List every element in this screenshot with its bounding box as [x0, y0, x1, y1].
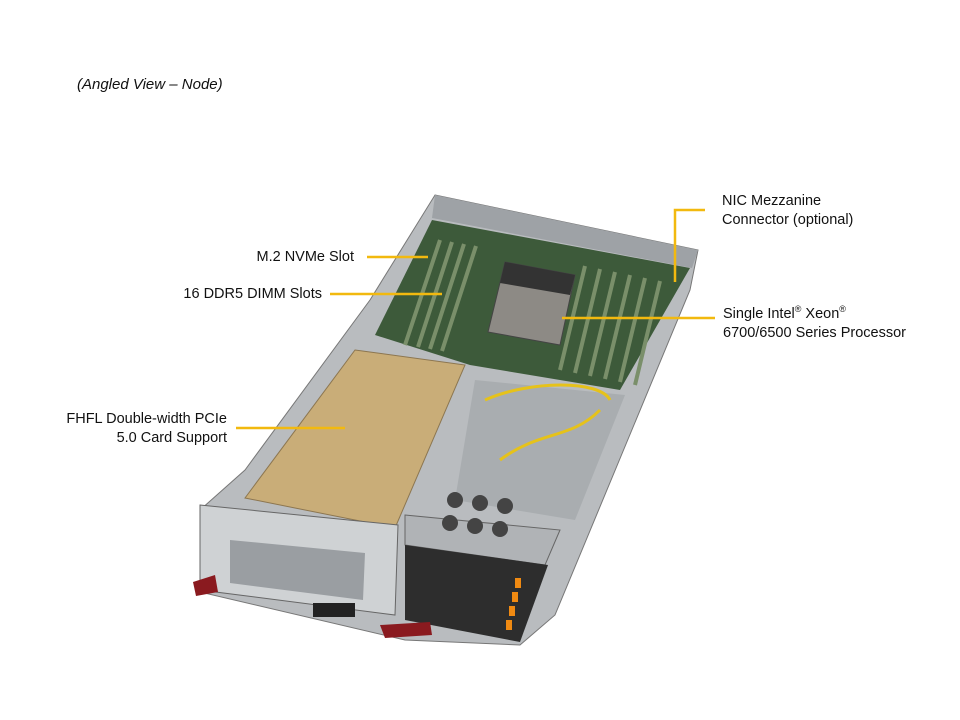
- callout-cpu-line2: 6700/6500 Series Processor: [723, 324, 906, 341]
- registered-mark: ®: [839, 304, 846, 314]
- front-vent: [230, 540, 365, 600]
- registered-mark: ®: [794, 304, 802, 314]
- drive-tabs: [506, 578, 521, 630]
- leader-nic: [673, 208, 705, 282]
- callout-nic-line1: NIC Mezzanine: [722, 193, 822, 209]
- callout-pcie-line1: FHFL Double-width PCIe: [66, 411, 227, 427]
- cpu-text-b: Xeon: [801, 305, 840, 322]
- pull-handle: [313, 603, 355, 617]
- callout-pcie-card: FHFL Double-width PCIe 5.0 Card Support: [66, 410, 227, 448]
- callout-ddr5-dimm: 16 DDR5 DIMM Slots: [183, 286, 322, 302]
- latch-right: [380, 622, 432, 638]
- callout-cpu: Single Intel® Xeon® 6700/6500 Series Pro…: [723, 300, 906, 343]
- fan-holes: [442, 492, 513, 537]
- cable-area: [455, 380, 625, 520]
- callout-pcie-line2: 5.0 Card Support: [116, 430, 227, 446]
- leader-lines: [236, 208, 715, 430]
- callout-m2-nvme: M.2 NVMe Slot: [256, 249, 355, 265]
- cpu-text-a: Single Intel: [723, 305, 795, 322]
- callout-nic-mezzanine: NIC Mezzanine Connector (optional): [722, 192, 853, 230]
- chassis-top-wall: [432, 195, 698, 268]
- power-cables: [484, 383, 612, 462]
- callout-cpu-line1: Single Intel® Xeon®: [723, 300, 906, 324]
- latch-left: [193, 575, 218, 596]
- drive-bays: [405, 545, 548, 642]
- cpu-heatsink-top: [500, 262, 575, 295]
- callout-nic-line2: Connector (optional): [722, 212, 854, 228]
- view-caption: (Angled View – Node): [77, 76, 223, 93]
